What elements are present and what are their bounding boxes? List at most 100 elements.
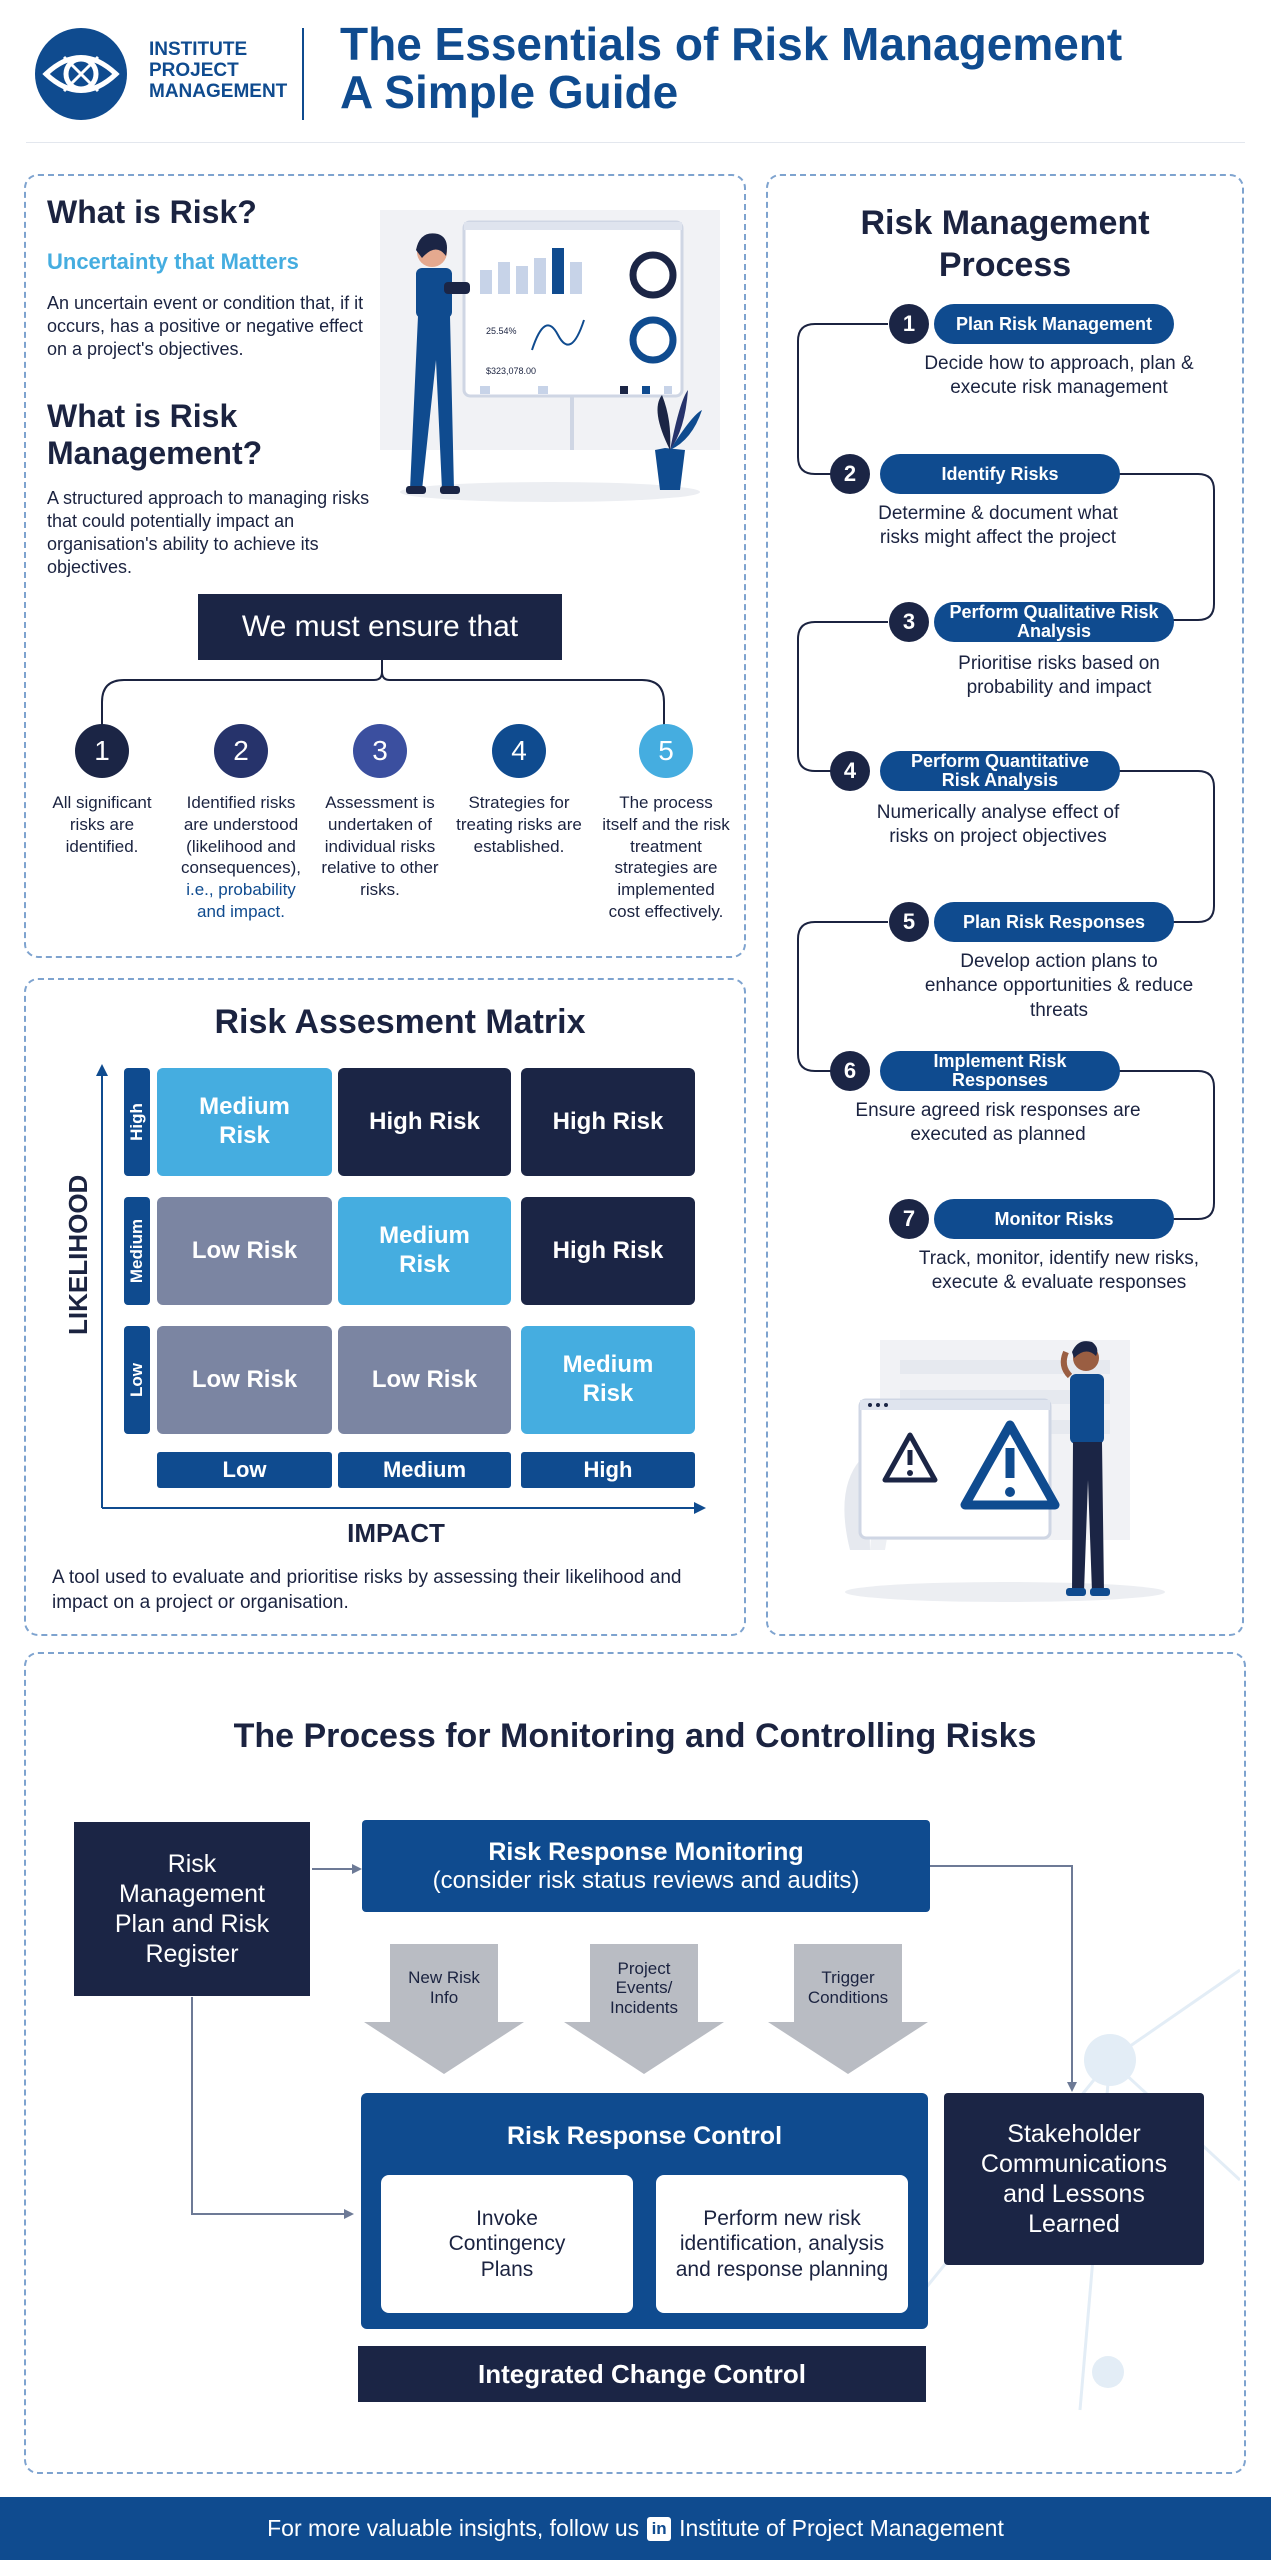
ensure-item-text: Assessment is undertaken of individual r… xyxy=(316,792,444,901)
logo-text-line: MANAGEMENT xyxy=(149,80,288,102)
invoke-contingency-plans: Invoke Contingency Plans xyxy=(381,2175,633,2313)
logo-eye-icon xyxy=(35,28,127,120)
process-step-number: 3 xyxy=(889,602,929,642)
input-arrow: Trigger Conditions xyxy=(768,1944,928,2074)
matrix-axes xyxy=(96,1064,706,1514)
risk-response-control-box: Risk Response Control Invoke Contingency… xyxy=(361,2093,928,2329)
process-step-label: Implement Risk Responses xyxy=(880,1051,1120,1091)
header-separator xyxy=(26,142,1245,143)
ensure-item-main: Strategies for treating risks are establ… xyxy=(456,793,582,856)
matrix-cell-high-risk: High Risk xyxy=(521,1197,695,1305)
risk-response-control-title: Risk Response Control xyxy=(506,2121,783,2150)
logo-text-line: INSTITUTE xyxy=(149,39,248,60)
matrix-panel xyxy=(24,978,746,1636)
ensure-item-main: All significant risks are identified. xyxy=(52,793,152,856)
process-step-description: Develop action plans to enhance opportun… xyxy=(924,951,1194,1021)
monitoring-panel xyxy=(24,1652,1246,2474)
input-arrow-shaft xyxy=(794,1944,902,2022)
ensure-number-3: 3 xyxy=(353,724,407,778)
process-step-number: 2 xyxy=(830,454,870,494)
matrix-cell-low-risk: Low Risk xyxy=(157,1197,332,1305)
process-step-description: Track, monitor, identify new risks, exec… xyxy=(918,1248,1200,1294)
matrix-cell-medium-risk: Medium Risk xyxy=(521,1326,695,1434)
process-step-number: 6 xyxy=(830,1051,870,1091)
ensure-item-main: Assessment is undertaken of individual r… xyxy=(321,793,439,899)
perform-new-risk-identification: Perform new risk identification, analysi… xyxy=(656,2175,908,2313)
process-step-description: Determine & document what risks might af… xyxy=(878,503,1118,549)
risk-response-monitoring-title: Risk Response Monitoring xyxy=(488,1837,804,1866)
ensure-number-2: 2 xyxy=(214,724,268,778)
header-divider xyxy=(302,28,304,120)
monitoring-title: The Process for Monitoring and Controlli… xyxy=(233,1716,1037,1755)
dashboard-illustration: 25.54% $323,078.00 xyxy=(380,200,720,510)
ensure-item-text: The process itself and the risk treatmen… xyxy=(602,792,730,923)
impact-column-label: High xyxy=(521,1452,695,1488)
stakeholder-communications-box: Stakeholder Communications and Lessons L… xyxy=(944,2093,1204,2265)
process-step-number: 4 xyxy=(830,751,870,791)
ensure-item-text: Strategies for treating risks are establ… xyxy=(455,792,583,857)
dashboard-icon xyxy=(380,210,720,502)
input-arrow: Project Events/ Incidents xyxy=(564,1944,724,2074)
integrated-change-control: Integrated Change Control xyxy=(358,2346,926,2402)
input-arrow-shaft xyxy=(590,1944,698,2022)
risk-response-monitoring-subtitle: (consider risk status reviews and audits… xyxy=(432,1866,860,1894)
impact-axis-label: IMPACT xyxy=(347,1517,445,1548)
process-step-number: 5 xyxy=(889,902,929,942)
matrix-cell-medium-risk: Medium Risk xyxy=(157,1068,332,1176)
ensure-item-text: All significant risks are identified. xyxy=(38,792,166,857)
ensure-item-main: Identified risks are understood (likelih… xyxy=(180,793,302,878)
what-is-risk-subheading: Uncertainty that Matters xyxy=(47,249,299,274)
input-arrow-label: Trigger Conditions xyxy=(807,1968,889,2007)
what-is-rm-heading: What is Risk Management? xyxy=(47,398,263,471)
warning-illustration xyxy=(844,1340,1165,1602)
footer-text: For more valuable insights, follow us xyxy=(267,2515,640,2541)
dashboard-stat-percent: 25.54% xyxy=(486,326,517,336)
monitoring-connectors xyxy=(191,1864,1077,2219)
matrix-cell-medium-risk: Medium Risk xyxy=(338,1197,511,1305)
process-step-description: Prioritise risks based on probability an… xyxy=(958,653,1160,699)
input-arrow-head xyxy=(364,2022,524,2074)
matrix-cell-low-risk: Low Risk xyxy=(338,1326,511,1434)
input-arrow-label: New Risk Info xyxy=(408,1968,480,2007)
input-arrow-shaft xyxy=(390,1944,498,2022)
matrix-caption: A tool used to evaluate and prioritise r… xyxy=(52,1567,682,1613)
process-step-number: 1 xyxy=(889,304,929,344)
matrix-title: Risk Assesment Matrix xyxy=(214,1002,586,1041)
impact-column-label: Low xyxy=(157,1452,332,1488)
ensure-number-1: 1 xyxy=(75,724,129,778)
process-step-description: Decide how to approach, plan & execute r… xyxy=(924,353,1194,399)
input-arrow: New Risk Info xyxy=(364,1944,524,2074)
logo-text: INSTITUTE PROJECT MANAGEMENT xyxy=(149,39,288,103)
logo-text-line: PROJECT xyxy=(149,59,239,81)
process-step-label: Identify Risks xyxy=(880,454,1120,494)
process-step-label: Perform Qualitative Risk Analysis xyxy=(934,602,1174,642)
intro-panel xyxy=(24,174,746,958)
linkedin-icon[interactable]: in xyxy=(647,2516,672,2541)
footer-brand-link[interactable]: Institute of Project Management xyxy=(679,2515,1004,2541)
page-title: The Essentials of Risk Management A Simp… xyxy=(340,20,1122,117)
ensure-number-4: 4 xyxy=(492,724,546,778)
what-is-risk-heading: What is Risk? xyxy=(47,194,257,230)
process-title: Risk Management Process xyxy=(860,203,1150,285)
dashboard-stat-amount: $323,078.00 xyxy=(486,366,537,376)
process-step-description: Ensure agreed risk responses are execute… xyxy=(855,1100,1141,1146)
input-arrow-label: Project Events/ Incidents xyxy=(609,1958,679,2017)
likelihood-row-label: High xyxy=(124,1068,150,1176)
matrix-cell-high-risk: High Risk xyxy=(521,1068,695,1176)
matrix-cell-high-risk: High Risk xyxy=(338,1068,511,1176)
ensure-number-5: 5 xyxy=(639,724,693,778)
input-arrow-head xyxy=(564,2022,724,2074)
risk-register-box: Risk Management Plan and Risk Register xyxy=(74,1822,310,1996)
likelihood-row-label: Medium xyxy=(124,1197,150,1305)
ensure-item-highlight: i.e., probability and impact. xyxy=(186,880,296,921)
impact-column-label: Medium xyxy=(338,1452,511,1488)
process-step-number: 7 xyxy=(889,1199,929,1239)
page-title-line2: A Simple Guide xyxy=(340,66,679,119)
ensure-connector xyxy=(101,660,665,725)
process-step-description: Numerically analyse effect of risks on p… xyxy=(876,802,1120,848)
process-step-label: Plan Risk Responses xyxy=(934,902,1174,942)
ensure-item-text: Identified risks are understood (likelih… xyxy=(177,792,305,923)
footer: For more valuable insights, follow us in… xyxy=(0,2497,1271,2560)
ensure-banner: We must ensure that xyxy=(198,594,562,660)
risk-response-monitoring-box: Risk Response Monitoring (consider risk … xyxy=(362,1820,930,1912)
